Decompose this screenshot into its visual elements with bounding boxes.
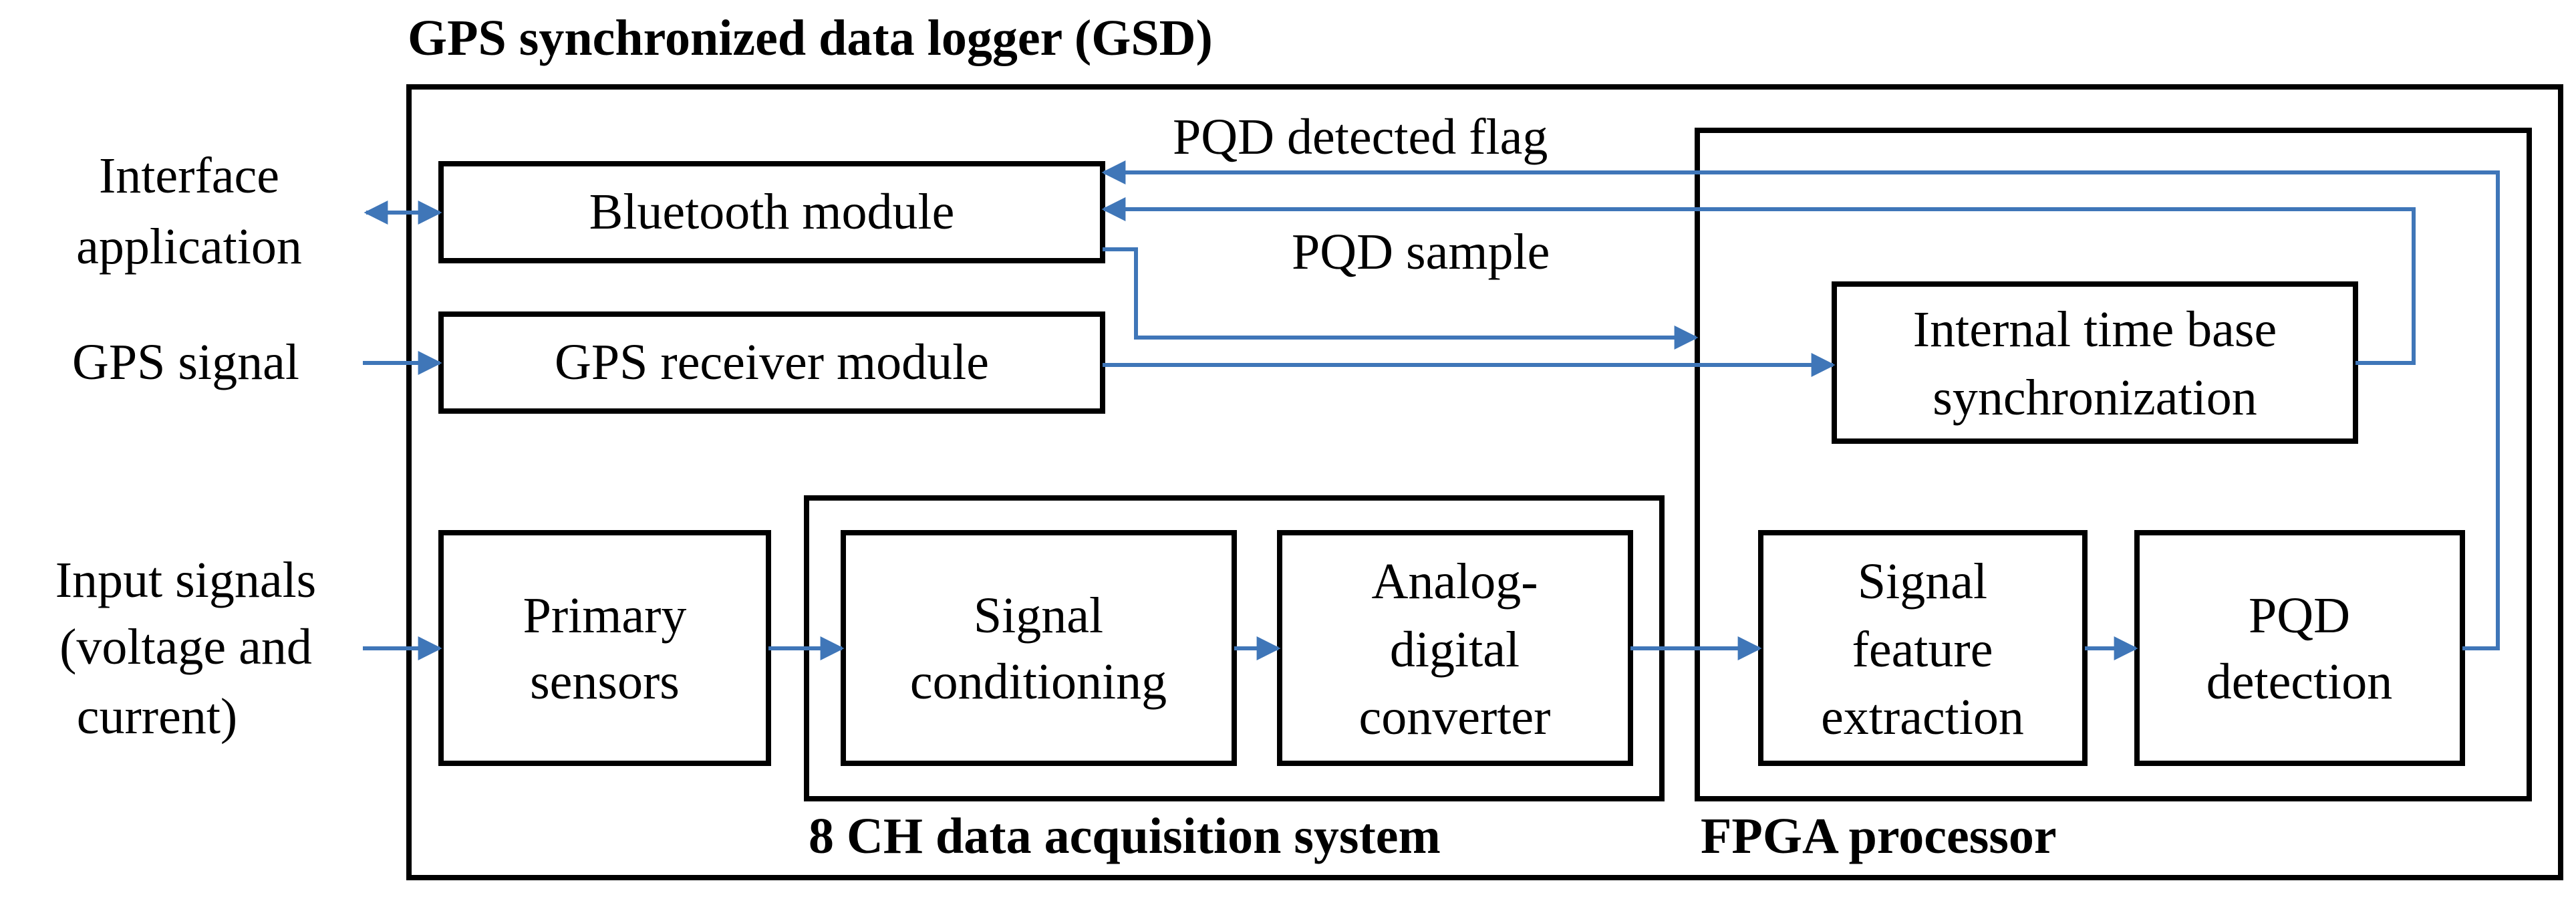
feature-extraction-label-line2: feature bbox=[1852, 622, 1993, 678]
primary-sensors-label-line1: Primary bbox=[523, 588, 687, 644]
input-signals-label-line2: (voltage and bbox=[59, 619, 312, 675]
daq-system-label: 8 CH data acquisition system bbox=[809, 808, 1441, 864]
primary-sensors-box bbox=[438, 530, 771, 766]
adc-label-line2: digital bbox=[1390, 622, 1520, 678]
gsd-outer-frame bbox=[406, 84, 2563, 880]
bluetooth-module-box bbox=[438, 161, 1105, 263]
fpga-processor-frame bbox=[1695, 128, 2532, 801]
feature-extraction-label-line3: extraction bbox=[1821, 689, 2024, 745]
adc-label-line1: Analog- bbox=[1371, 553, 1538, 610]
arrow-bluetooth-to-fpga bbox=[1103, 247, 1699, 350]
gps-receiver-module-box bbox=[438, 311, 1105, 414]
pqd-detection-box bbox=[2134, 530, 2465, 766]
pqd-detection-label-line1: PQD bbox=[2249, 588, 2350, 644]
pqd-detected-flag-label: PQD detected flag bbox=[1173, 109, 1548, 165]
signal-conditioning-label-line1: Signal bbox=[974, 588, 1103, 644]
arrow-pqd-sample-to-bluetooth bbox=[1101, 197, 2416, 365]
diagram-title: GPS synchronized data logger (GSD) bbox=[408, 10, 1213, 66]
interface-application-label-line2: application bbox=[76, 219, 302, 275]
pqd-detection-label-line2: detection bbox=[2206, 654, 2393, 710]
signal-conditioning-box bbox=[841, 530, 1237, 766]
arrow-pqd-flag-to-bluetooth bbox=[1101, 160, 2500, 650]
input-signals-label-line1: Input signals bbox=[55, 552, 317, 608]
input-signals-label-line3: current) bbox=[77, 688, 238, 745]
time-base-sync-label-line1: Internal time base bbox=[1913, 301, 2277, 358]
fpga-processor-label: FPGA processor bbox=[1701, 808, 2057, 864]
gps-receiver-module-label: GPS receiver module bbox=[555, 334, 989, 390]
arrows bbox=[363, 160, 2500, 660]
bluetooth-module-label: Bluetooth module bbox=[589, 184, 955, 240]
adc-label-line3: converter bbox=[1359, 689, 1551, 745]
feature-extraction-label-line1: Signal bbox=[1858, 553, 1987, 610]
time-base-sync-label-line2: synchronization bbox=[1933, 370, 2257, 426]
primary-sensors-label-line2: sensors bbox=[530, 654, 680, 710]
time-base-sync-box bbox=[1832, 281, 2358, 444]
pqd-sample-label: PQD sample bbox=[1292, 224, 1550, 280]
signal-conditioning-label-line2: conditioning bbox=[910, 654, 1167, 710]
gps-signal-label: GPS signal bbox=[72, 334, 299, 390]
interface-application-label-line1: Interface bbox=[99, 148, 279, 204]
